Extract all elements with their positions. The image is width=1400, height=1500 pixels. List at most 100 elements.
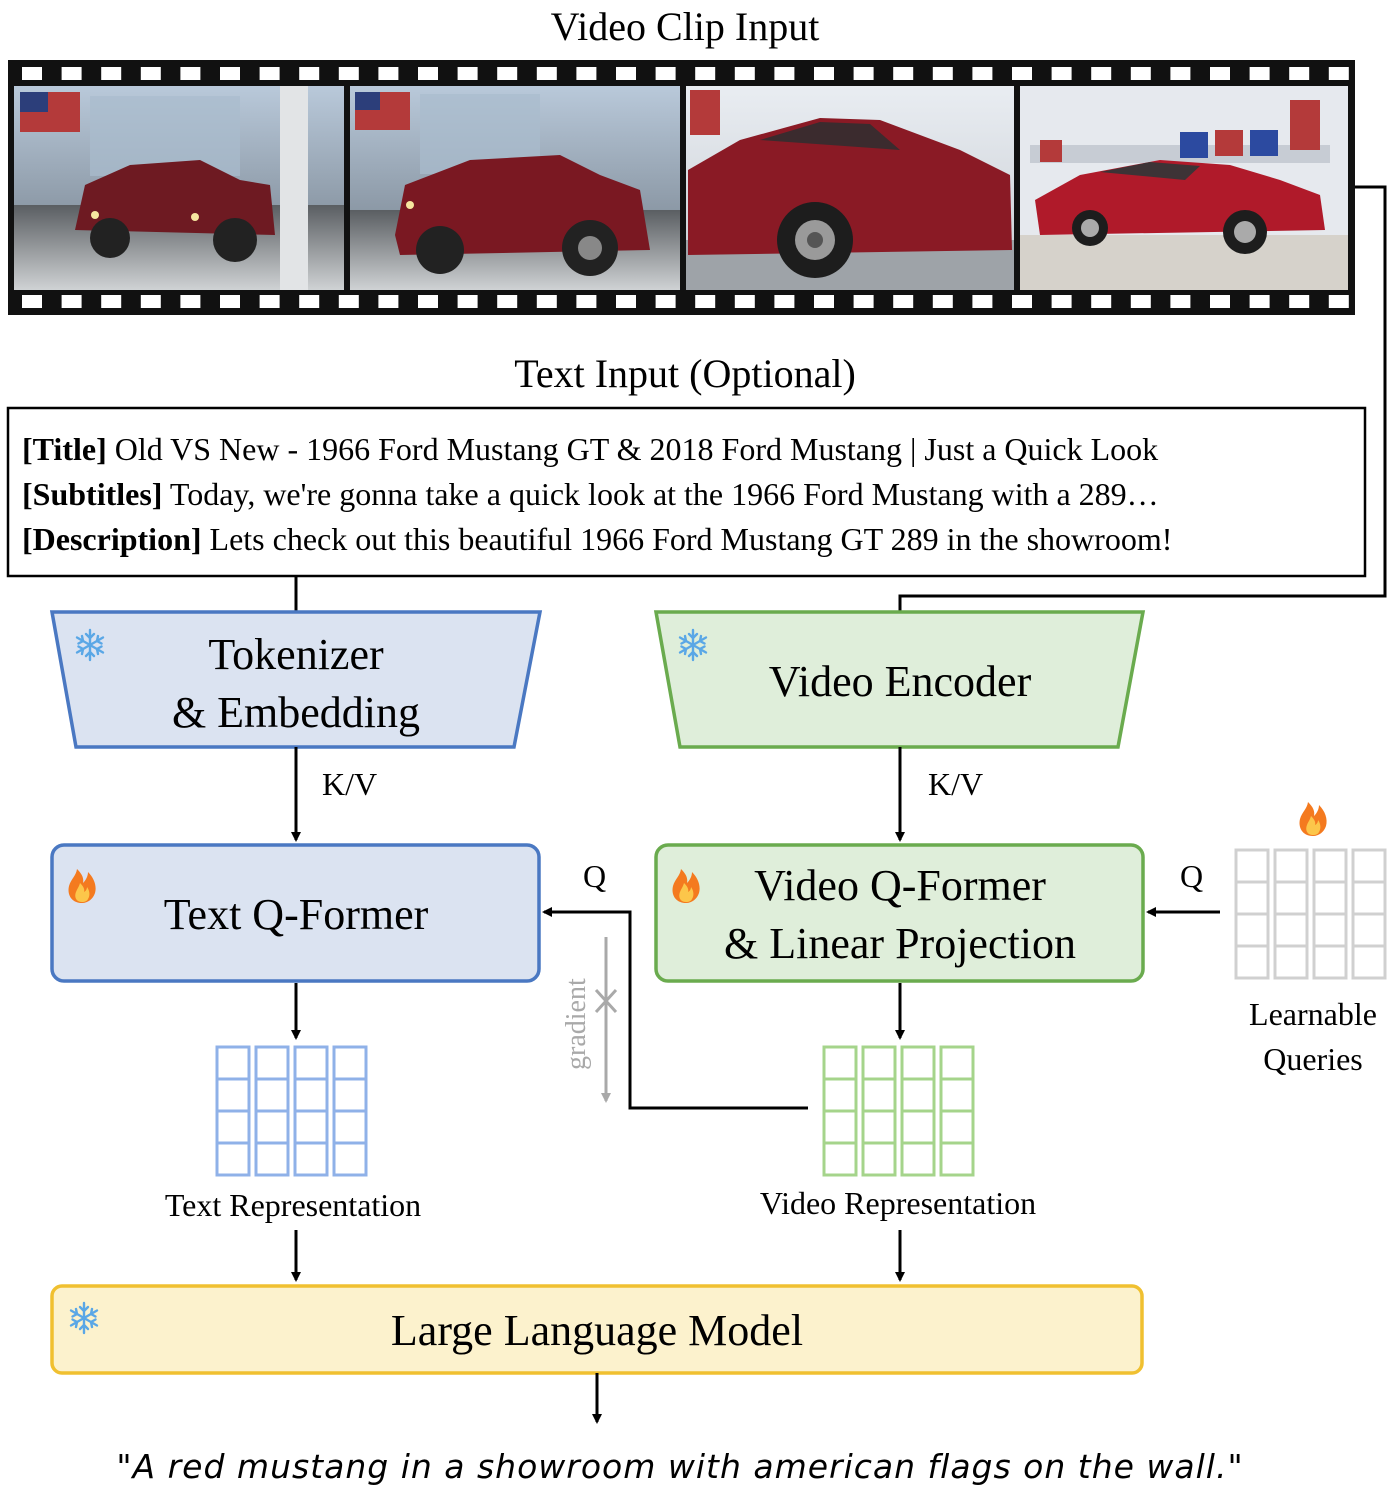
- token-cell: [939, 1141, 975, 1177]
- sprocket-hole: [734, 67, 755, 80]
- sprocket-hole: [457, 67, 478, 80]
- subtitles-tag: [Subtitles]: [22, 476, 162, 512]
- film-sprocket-holes-top: [22, 67, 1349, 80]
- text-qformer-module: Text Q-Former: [50, 843, 541, 983]
- token-cell: [1273, 912, 1309, 948]
- token-cell: [1234, 848, 1270, 884]
- description-tag: [Description]: [22, 521, 202, 557]
- tokenizer-label-line1: Tokenizer: [208, 630, 384, 679]
- sprocket-hole: [140, 295, 161, 308]
- sprocket-hole: [932, 295, 953, 308]
- token-cell: [1273, 944, 1309, 980]
- sprocket-hole: [576, 67, 597, 80]
- sprocket-hole: [180, 67, 201, 80]
- title-text: Old VS New - 1966 Ford Mustang GT & 2018…: [107, 431, 1158, 467]
- sprocket-hole: [1130, 67, 1151, 80]
- token-cell: [215, 1141, 251, 1177]
- description-text: Lets check out this beautiful 1966 Ford …: [202, 521, 1173, 557]
- sprocket-hole: [695, 295, 716, 308]
- sprocket-hole: [1012, 67, 1032, 80]
- text-input-line-subtitles: [Subtitles] Today, we're gonna take a qu…: [22, 476, 1159, 512]
- token-cell: [1273, 880, 1309, 916]
- sprocket-hole: [576, 295, 597, 308]
- token-cell: [939, 1077, 975, 1113]
- title-tag: [Title]: [22, 431, 107, 467]
- llm-label: Large Language Model: [391, 1306, 803, 1355]
- sprocket-hole: [259, 67, 280, 80]
- sprocket-hole: [497, 67, 518, 80]
- token-cell: [1351, 880, 1387, 916]
- sprocket-hole: [893, 67, 914, 80]
- sprocket-hole: [1289, 67, 1310, 80]
- token-cell: [1312, 912, 1348, 948]
- text-input-line-description: [Description] Lets check out this beauti…: [22, 521, 1172, 557]
- token-cell: [332, 1109, 368, 1145]
- sprocket-hole: [853, 67, 874, 80]
- video-representation-grid: [822, 1045, 975, 1177]
- video-qformer-label-line2: & Linear Projection: [724, 919, 1076, 968]
- sprocket-hole: [1170, 67, 1191, 80]
- token-cell: [293, 1141, 329, 1177]
- token-cell: [1234, 944, 1270, 980]
- sprocket-hole: [497, 295, 518, 308]
- sprocket-hole: [140, 67, 161, 80]
- sprocket-hole: [932, 67, 953, 80]
- token-cell: [861, 1109, 897, 1145]
- sprocket-hole: [338, 295, 359, 308]
- video-qformer-label-line1: Video Q-Former: [754, 861, 1046, 910]
- large-language-model-module: Large Language Model: [50, 1284, 1144, 1375]
- sprocket-hole: [1130, 295, 1151, 308]
- video-frame-2: [350, 86, 680, 290]
- token-cell: [822, 1077, 858, 1113]
- sprocket-hole: [695, 67, 716, 80]
- sprocket-hole: [1328, 295, 1349, 308]
- q-video-label: Q: [1180, 858, 1203, 894]
- text-input-line-title: [Title] Old VS New - 1966 Ford Mustang G…: [22, 431, 1158, 467]
- learnable-queries-label-line2: Queries: [1263, 1041, 1363, 1077]
- sprocket-hole: [61, 67, 82, 80]
- token-cell: [1234, 912, 1270, 948]
- sprocket-hole: [299, 67, 320, 80]
- sprocket-hole: [774, 67, 795, 80]
- sprocket-hole: [972, 67, 993, 80]
- token-cell: [861, 1077, 897, 1113]
- gradient-label: gradient: [561, 978, 592, 1070]
- sprocket-hole: [418, 295, 438, 308]
- token-cell: [900, 1141, 936, 1177]
- token-cell: [332, 1077, 368, 1113]
- sprocket-hole: [536, 67, 557, 80]
- film-sprocket-holes-bottom: [22, 295, 1349, 308]
- video-encoder-module: Video Encoder: [653, 610, 1146, 749]
- token-cell: [1312, 880, 1348, 916]
- sprocket-hole: [378, 295, 399, 308]
- sprocket-hole: [814, 67, 834, 80]
- sprocket-hole: [1210, 67, 1230, 80]
- video-clip-input-title: Video Clip Input: [551, 4, 820, 49]
- sprocket-hole: [655, 295, 676, 308]
- token-cell: [254, 1141, 290, 1177]
- sprocket-hole: [774, 295, 795, 308]
- sprocket-hole: [734, 295, 755, 308]
- token-cell: [1273, 848, 1309, 884]
- sprocket-hole: [22, 295, 42, 308]
- sprocket-hole: [101, 67, 122, 80]
- token-cell: [900, 1109, 936, 1145]
- sprocket-hole: [536, 295, 557, 308]
- video-film-strip: [8, 60, 1355, 315]
- token-cell: [939, 1045, 975, 1081]
- sprocket-hole: [1170, 295, 1191, 308]
- video-frame-4: [1020, 86, 1348, 290]
- video-encoder-label: Video Encoder: [769, 657, 1032, 706]
- sprocket-hole: [1091, 295, 1112, 308]
- token-cell: [332, 1141, 368, 1177]
- sprocket-hole: [457, 295, 478, 308]
- tokenizer-label-line2: & Embedding: [172, 688, 420, 737]
- token-cell: [332, 1045, 368, 1081]
- kv-text-label: K/V: [322, 766, 377, 802]
- token-cell: [900, 1045, 936, 1081]
- token-cell: [861, 1045, 897, 1081]
- sprocket-hole: [1051, 67, 1072, 80]
- sprocket-hole: [1210, 295, 1230, 308]
- sprocket-hole: [259, 295, 280, 308]
- token-cell: [1234, 880, 1270, 916]
